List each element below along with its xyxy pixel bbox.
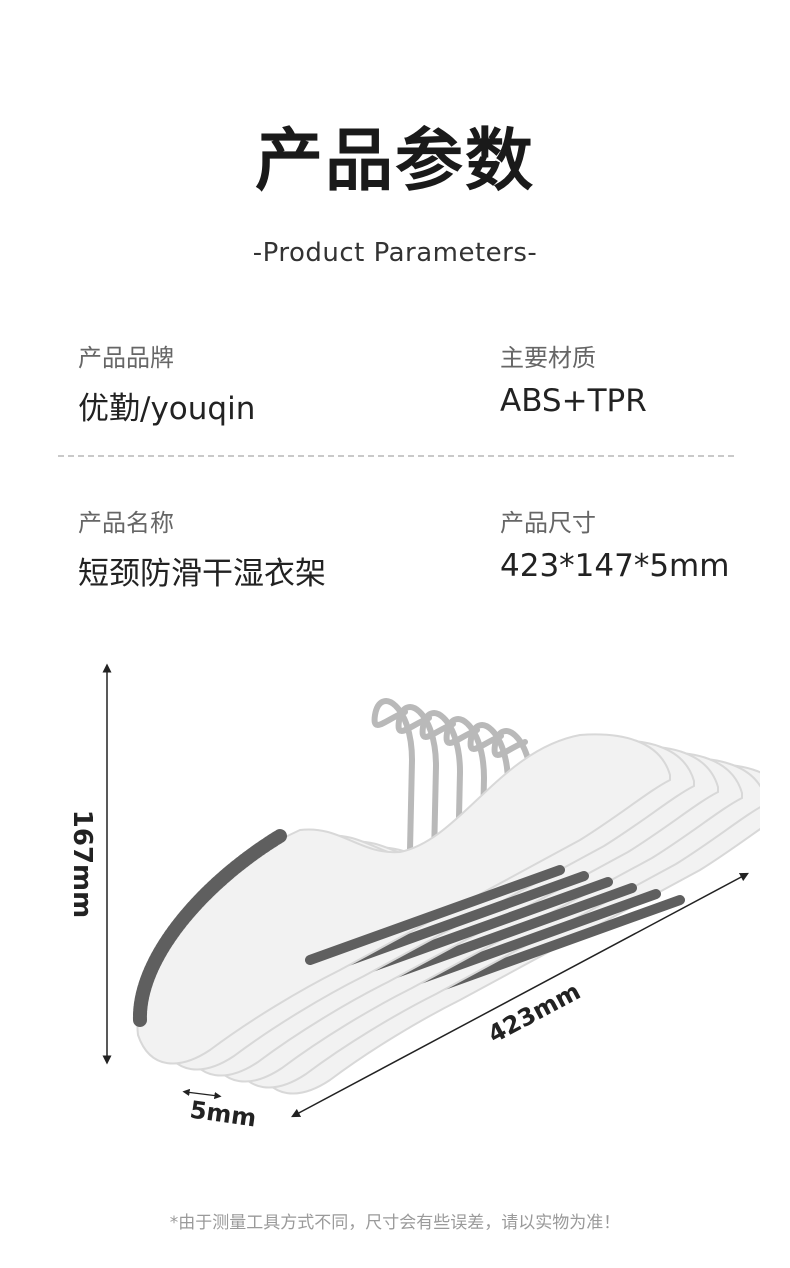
thickness-dimension-label: 5mm bbox=[188, 1096, 258, 1133]
param-divider bbox=[58, 455, 734, 457]
thickness-dimension-line bbox=[182, 1088, 222, 1100]
hanger-product-image: 167mm 423mm 5mm bbox=[67, 663, 760, 1133]
param-brand-label: 产品品牌 bbox=[78, 344, 174, 372]
param-brand-value: 优勤/youqin bbox=[78, 391, 256, 427]
hanger-stack bbox=[132, 698, 760, 1095]
hanger bbox=[132, 698, 671, 1065]
page-subtitle: -Product Parameters- bbox=[252, 238, 538, 268]
height-dimension-label: 167mm bbox=[67, 810, 97, 918]
width-dimension-line bbox=[291, 872, 749, 1118]
param-material-value: ABS+TPR bbox=[500, 383, 647, 419]
param-size-label: 产品尺寸 bbox=[500, 509, 596, 537]
param-name-value: 短颈防滑干湿衣架 bbox=[78, 556, 326, 592]
measurement-footnote: *由于测量工具方式不同，尺寸会有些误差，请以实物为准！ bbox=[169, 1213, 621, 1233]
param-material-label: 主要材质 bbox=[500, 344, 596, 372]
param-name-label: 产品名称 bbox=[78, 509, 174, 537]
param-size-value: 423*147*5mm bbox=[500, 548, 730, 584]
page-title: 产品参数 bbox=[254, 122, 535, 201]
